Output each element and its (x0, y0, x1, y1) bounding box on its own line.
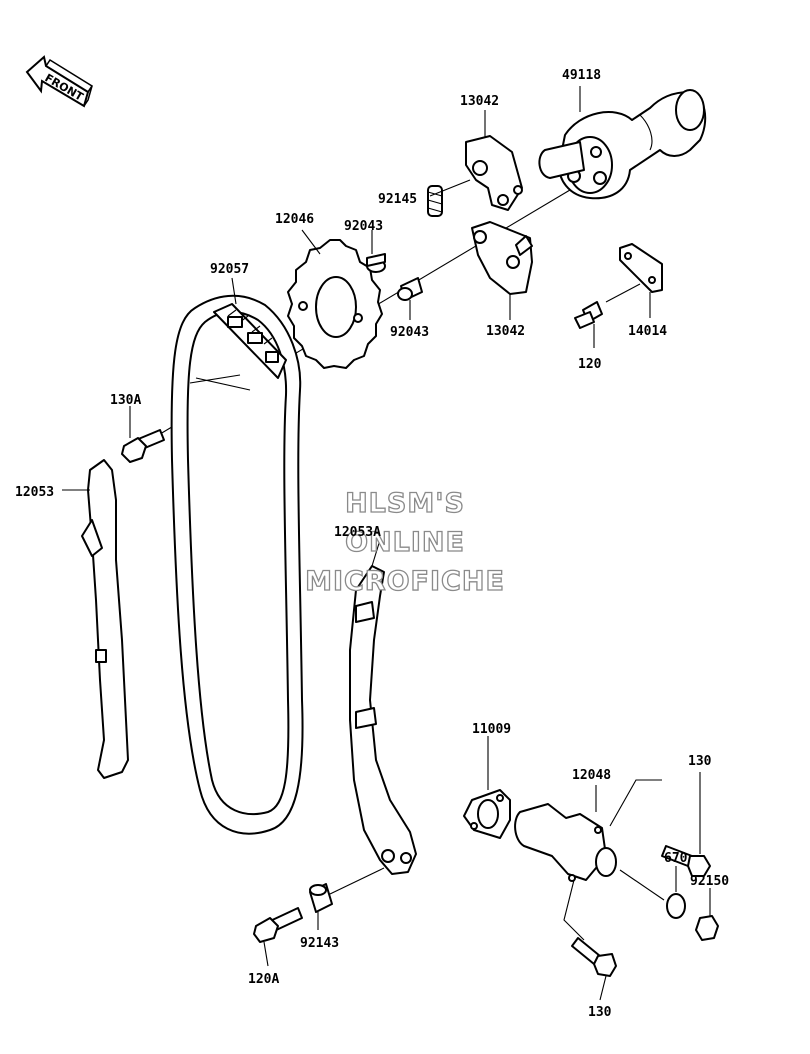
bolt-92150 (695, 915, 719, 941)
label-130-bottom: 130 (588, 1005, 612, 1020)
gasket (463, 789, 511, 839)
label-120a: 120A (248, 972, 279, 987)
part-labels: 49118 13042 92145 12046 92043 92057 9204… (15, 68, 729, 1020)
spring (427, 185, 443, 217)
pin-bottom (397, 277, 423, 301)
watermark-line-2: ONLINE (345, 527, 465, 558)
label-92145: 92145 (378, 192, 417, 207)
collar (309, 883, 333, 913)
bolt-130-bottom (571, 937, 617, 977)
label-130a: 130A (110, 393, 141, 408)
watermark-line-3: MICROFICHE (305, 566, 505, 597)
label-120: 120 (578, 357, 602, 372)
pin-top (366, 253, 386, 273)
label-13042-top: 13042 (460, 94, 499, 109)
label-92150: 92150 (690, 874, 729, 889)
weight-top (465, 135, 523, 211)
o-ring (666, 893, 686, 919)
sprocket (287, 239, 383, 369)
leader-lines (62, 86, 711, 1001)
watermark: HLSM'S ONLINE MICROFICHE (304, 487, 505, 597)
bolt-120a (253, 907, 303, 943)
label-92143: 92143 (300, 936, 339, 951)
front-arrow: FRONT (25, 55, 94, 108)
bolt-120 (574, 301, 603, 329)
watermark-line-1: HLSM'S (345, 488, 465, 519)
label-12046: 12046 (275, 212, 314, 227)
label-13042-bottom: 13042 (486, 324, 525, 339)
label-92043-bottom: 92043 (390, 325, 429, 340)
weight-bottom (471, 221, 533, 295)
label-130-top: 130 (688, 754, 712, 769)
bolt-130-top (661, 845, 711, 877)
cam-chain (170, 294, 304, 835)
label-14014: 14014 (628, 324, 667, 339)
label-670: 670 (664, 851, 688, 866)
label-12053a: 12053A (334, 525, 381, 540)
plate (619, 243, 663, 293)
chain-guide (81, 459, 129, 779)
tensioner-guide (349, 565, 417, 875)
label-49118: 49118 (562, 68, 601, 83)
label-92057: 92057 (210, 262, 249, 277)
label-12053: 12053 (15, 485, 54, 500)
bolt-130a (121, 429, 165, 463)
label-92043-top: 92043 (344, 219, 383, 234)
tensioner (514, 803, 617, 882)
label-12048: 12048 (572, 768, 611, 783)
camshaft (538, 89, 707, 200)
label-11009: 11009 (472, 722, 511, 737)
